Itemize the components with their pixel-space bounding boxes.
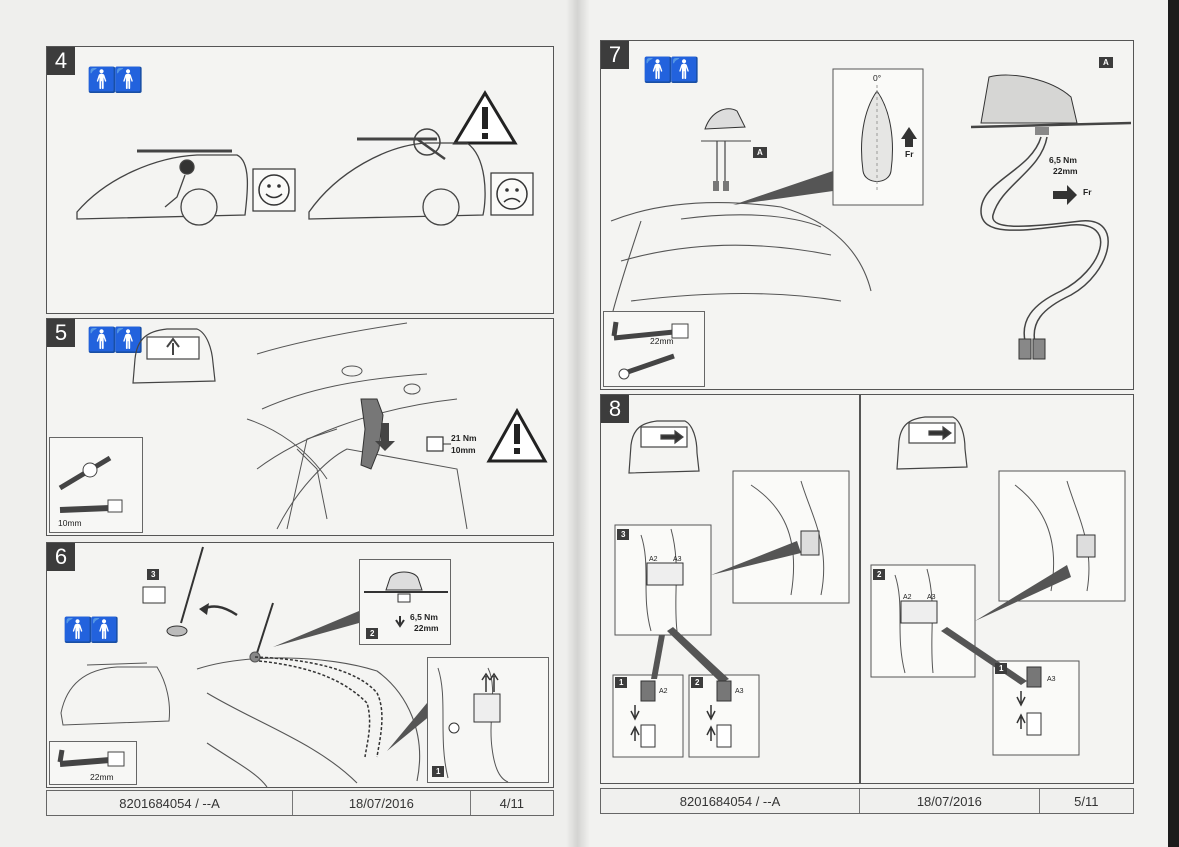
connector-label: A2 — [903, 594, 912, 601]
manual-page-left: 4 🚹🚹 — [0, 0, 578, 847]
document-reference: 8201684054 / --A — [47, 791, 294, 815]
page-footer: 8201684054 / --A 18/07/2016 5/11 — [600, 788, 1134, 814]
substep-badge: 1 — [995, 663, 1008, 674]
socket-wrench-icon — [57, 749, 125, 767]
trim-detail-box — [732, 470, 850, 604]
socket-size-label: 22mm — [414, 623, 439, 633]
car-roof-drawing — [196, 602, 421, 787]
happy-face-icon — [252, 168, 296, 212]
car-rear-open-icon — [896, 416, 968, 470]
tool-size-label: 10mm — [58, 518, 82, 528]
document-date: 18/07/2016 — [293, 791, 471, 815]
nut-icon — [426, 436, 451, 452]
socket-wrench-icon — [611, 321, 689, 380]
socket-size-label: 10mm — [451, 445, 476, 455]
step-7-panel: 7 🚹🚹 — [600, 40, 1134, 390]
car-rear-open-icon — [628, 420, 700, 474]
substep-badge: 1 — [615, 677, 628, 688]
trim-detail-box — [998, 470, 1126, 602]
tool-box: 22mm — [49, 741, 137, 785]
car-rear-open-icon — [132, 328, 216, 384]
step-6-panel: 6 🚹🚹 — [46, 542, 554, 788]
connector-label: A3 — [673, 556, 682, 563]
step-4-illustration — [76, 90, 534, 226]
tool-box: 22mm — [603, 311, 705, 387]
step-number: 8 — [601, 395, 629, 423]
two-persons-icon: 🚹🚹 — [643, 57, 700, 84]
antenna-nut-detail — [364, 571, 448, 628]
direction-front-label: Fr — [905, 149, 914, 159]
substep-badge: 2 — [691, 677, 704, 688]
connector-detail-box: 1 — [427, 657, 549, 783]
step-number: 6 — [47, 543, 75, 571]
connector-label: A2 — [649, 556, 658, 563]
step-number: 4 — [47, 47, 75, 75]
sad-face-icon — [490, 172, 534, 216]
tool-box: 10mm — [49, 437, 143, 533]
two-persons-icon: 🚹🚹 — [87, 327, 144, 354]
document-reference: 8201684054 / --A — [601, 789, 861, 813]
car-roof-drawing — [610, 202, 872, 312]
plug-label: A3 — [735, 688, 744, 695]
car-rear-view — [60, 662, 170, 726]
step-7-illustration — [610, 68, 1132, 360]
shark-fin-antenna-small — [701, 108, 751, 191]
torque-label: 6,5 Nm — [1049, 155, 1077, 165]
angle-label: 0° — [873, 73, 882, 83]
warning-icon — [486, 407, 548, 463]
step-number: 7 — [601, 41, 629, 69]
page-number: 4/11 — [499, 795, 524, 811]
step-4-panel: 4 🚹🚹 — [46, 46, 554, 314]
plug-icon — [1016, 666, 1042, 736]
zoom-wedge — [733, 171, 833, 205]
antenna-base-drawing — [360, 398, 395, 470]
substep-badge: 3 — [617, 529, 630, 540]
step-5-illustration — [132, 322, 548, 530]
tool-size-label: 22mm — [650, 336, 674, 346]
socket-size-label: 22mm — [1053, 166, 1078, 176]
plug-icon — [630, 680, 656, 748]
antenna-mast-removed — [166, 546, 238, 637]
car-door-open-incorrect — [308, 128, 486, 226]
zoom-wedge — [387, 703, 431, 751]
shark-fin-top-view — [861, 85, 917, 191]
component-a-badge: A — [753, 147, 767, 158]
substep-badge: 2 — [366, 628, 379, 639]
direction-front-label: Fr — [1083, 187, 1092, 197]
step-8-illustration — [612, 416, 1126, 758]
step-8-panel: 8 — [600, 394, 1134, 784]
torque-wrench-icon — [58, 455, 123, 513]
two-persons-icon: 🚹🚹 — [87, 67, 144, 94]
torque-detail-box: 6,5 Nm 22mm 2 — [359, 559, 451, 645]
substep-badge: 3 — [147, 569, 160, 580]
substep-badge: 2 — [873, 569, 886, 580]
divider — [859, 395, 861, 783]
plug-label: A3 — [1047, 676, 1056, 683]
step-6-illustration — [60, 546, 431, 787]
component-a-badge: A — [1099, 57, 1113, 68]
plug-icon — [706, 680, 732, 748]
page-number: 5/11 — [1074, 793, 1099, 809]
manual-page-right: 7 🚹🚹 — [578, 0, 1168, 847]
connector-drawing — [437, 667, 509, 783]
zoom-wedge — [975, 565, 1071, 621]
substep-badge: 1 — [432, 766, 445, 777]
antenna-side-view — [970, 74, 1132, 360]
document-date: 18/07/2016 — [860, 789, 1040, 813]
torque-label: 21 Nm — [451, 433, 477, 443]
zoom-wedge — [273, 611, 359, 647]
roof-structure-drawing — [246, 322, 468, 530]
connector-label: A3 — [927, 594, 936, 601]
zoom-wedge — [711, 541, 801, 575]
tool-size-label: 22mm — [90, 772, 114, 782]
warning-icon — [452, 90, 518, 145]
torque-label: 6,5 Nm — [410, 612, 438, 622]
plug-label: A2 — [659, 688, 668, 695]
car-door-open-correct — [76, 149, 249, 226]
two-persons-icon: 🚹🚹 — [63, 617, 120, 644]
step-number: 5 — [47, 319, 75, 347]
step-5-panel: 5 🚹🚹 — [46, 318, 554, 536]
page-footer: 8201684054 / --A 18/07/2016 4/11 — [46, 790, 554, 816]
